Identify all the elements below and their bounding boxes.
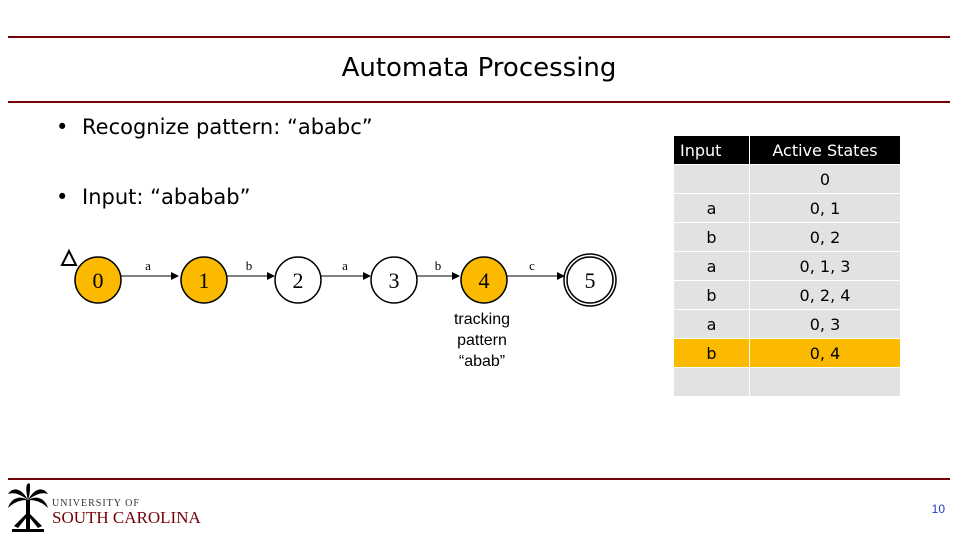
cell-input: a xyxy=(673,193,750,223)
state-label-0: 0 xyxy=(93,268,104,293)
state-4 xyxy=(460,256,508,304)
edge-label-3-4: b xyxy=(435,258,442,273)
automaton-edges: a b a b c xyxy=(121,258,565,280)
cell-states: 0 xyxy=(749,164,901,194)
bullet-input: • Input: “ababab” xyxy=(56,184,250,210)
cell-states xyxy=(749,367,901,397)
state-label-1: 1 xyxy=(199,268,210,293)
slide-title: Automata Processing xyxy=(341,53,617,83)
table-row xyxy=(673,367,901,397)
edge-label-2-3: a xyxy=(342,258,348,273)
header-input: Input xyxy=(673,135,750,165)
cell-states: 0, 2 xyxy=(749,222,901,252)
state-5 xyxy=(566,256,614,304)
bullet-pattern: • Recognize pattern: “ababc” xyxy=(56,114,373,140)
automaton-diagram: a b a b c 0 1 2 3 4 5 xyxy=(60,248,617,307)
logo-university-text: UNIVERSITY OF xyxy=(52,498,140,509)
cell-input: b xyxy=(673,222,750,252)
automaton-states: 0 1 2 3 4 5 xyxy=(74,253,617,307)
state-label-5: 5 xyxy=(585,268,596,293)
palmetto-tree-icon xyxy=(8,483,48,532)
state-2 xyxy=(274,256,322,304)
bullet-dot: • xyxy=(56,115,69,139)
footer-rule xyxy=(8,478,950,480)
state-label-3: 3 xyxy=(389,268,400,293)
tracking-note: tracking pattern “abab” xyxy=(453,311,511,370)
page-number: 10 xyxy=(931,502,945,516)
state-5-accept-ring xyxy=(563,253,617,307)
bullet-pattern-text: Recognize pattern: “ababc” xyxy=(82,115,373,139)
cell-states: 0, 2, 4 xyxy=(749,280,901,310)
title-rule xyxy=(8,101,950,103)
bullet-dot: • xyxy=(56,185,69,209)
edge-label-1-2: b xyxy=(246,258,253,273)
table-header-row: Input Active States xyxy=(673,135,901,165)
edge-label-0-1: a xyxy=(145,258,151,273)
cell-input xyxy=(673,164,750,194)
cell-input: a xyxy=(673,251,750,281)
cell-input: b xyxy=(673,338,750,368)
state-label-2: 2 xyxy=(293,268,304,293)
logo-carolina-text: SOUTH CAROLINA xyxy=(52,508,201,527)
cell-input: a xyxy=(673,309,750,339)
state-3 xyxy=(370,256,418,304)
state-0 xyxy=(74,256,122,304)
top-rule xyxy=(8,36,950,38)
cell-states: 0, 4 xyxy=(749,338,901,368)
cell-input xyxy=(673,367,750,397)
cell-states: 0, 1 xyxy=(749,193,901,223)
cell-input: b xyxy=(673,280,750,310)
table-row: 0 xyxy=(673,164,901,194)
bullet-input-text: Input: “ababab” xyxy=(82,185,251,209)
start-state-marker xyxy=(60,248,78,266)
cell-states: 0, 3 xyxy=(749,309,901,339)
state-label-4: 4 xyxy=(479,268,490,293)
cell-states: 0, 1, 3 xyxy=(749,251,901,281)
state-1 xyxy=(180,256,228,304)
edge-label-4-5: c xyxy=(529,258,535,273)
header-active-states: Active States xyxy=(749,135,901,165)
